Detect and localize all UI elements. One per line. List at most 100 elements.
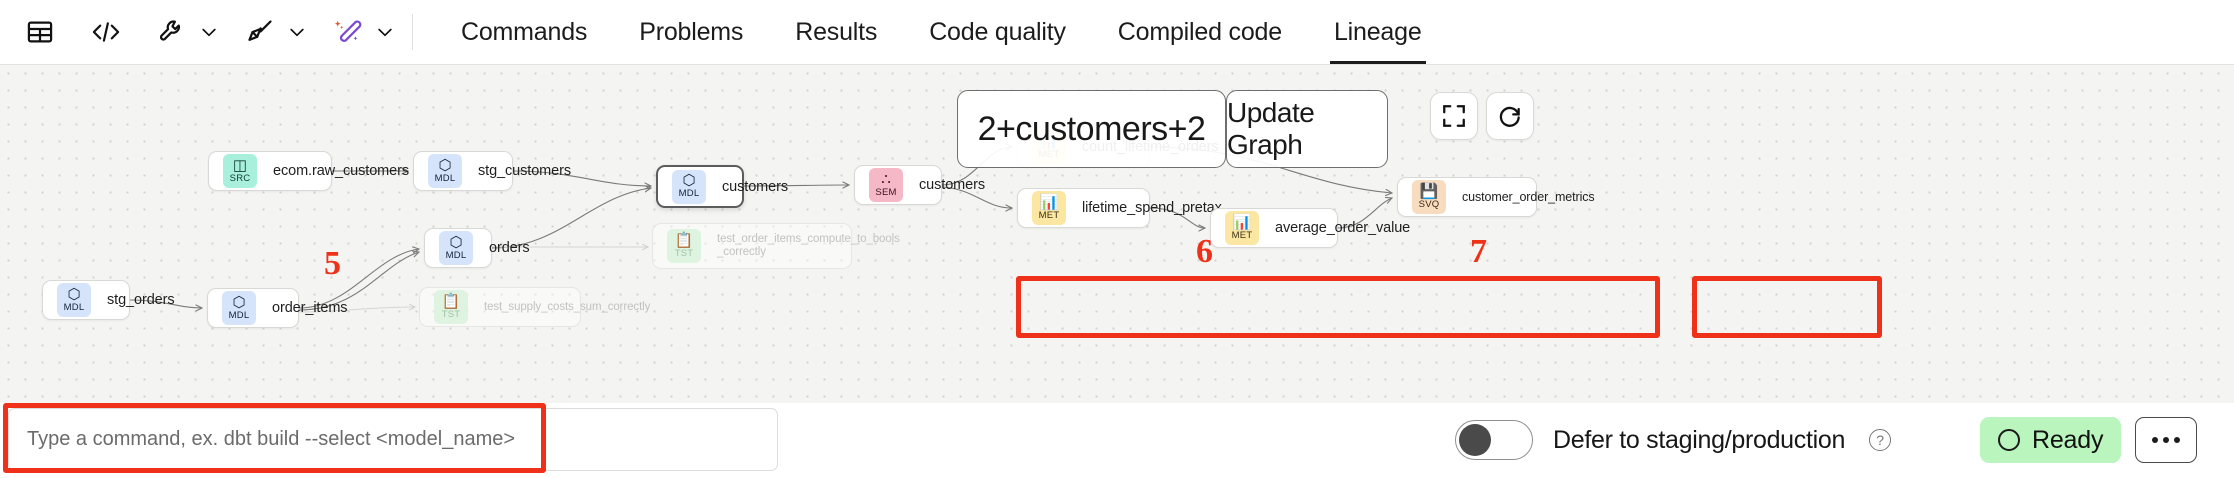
badge-label: MDL (678, 188, 700, 199)
lineage-node-customer-order-metrics[interactable]: 💾 SVQ customer_order_metrics (1397, 177, 1595, 217)
lineage-node-lifetime-spend-pretax[interactable]: 📊 MET lifetime_spend_pretax (1017, 188, 1222, 228)
node-label: lifetime_spend_pretax (1082, 200, 1222, 216)
node-label: stg_customers (478, 163, 571, 179)
met-badge-icon: 📊 MET (1032, 191, 1066, 225)
wrench-icon[interactable] (150, 10, 194, 54)
lineage-canvas[interactable]: ◫ SRC ecom.raw_customers ⬡ MDL stg_custo… (0, 65, 2234, 403)
save-icon: 💾 (1419, 182, 1439, 200)
toolbar-divider (412, 14, 413, 50)
database-icon: ◫ (232, 156, 248, 174)
lineage-node-average-order-value[interactable]: 📊 MET average_order_value (1210, 208, 1410, 248)
cube-icon: ⬡ (449, 233, 463, 251)
checklist-icon: 📋 (441, 292, 461, 310)
lineage-node-test-order-items[interactable]: 📋 TST test_order_items_compute_to_bools … (652, 223, 900, 269)
node-label: customers (919, 177, 985, 193)
dot-icon (2163, 437, 2170, 443)
tab-lineage[interactable]: Lineage (1308, 0, 1448, 64)
defer-toggle[interactable] (1455, 420, 1533, 460)
badge-label: MDL (63, 301, 85, 313)
lineage-node-orders[interactable]: ⬡ MDL orders (424, 228, 530, 268)
node-label: stg_orders (107, 292, 175, 308)
badge-label: SRC (229, 172, 251, 184)
dot-icon (2174, 437, 2181, 443)
sem-badge-icon: ∴ SEM (869, 168, 903, 202)
badge-label: MET (1038, 209, 1060, 221)
node-label: customer_order_metrics (1462, 190, 1595, 204)
format-menu[interactable] (238, 10, 312, 54)
cube-icon: ⬡ (67, 285, 81, 303)
broom-icon[interactable] (238, 10, 282, 54)
met-badge-icon: 📊 MET (1225, 211, 1259, 245)
mdl-badge-icon: ⬡ MDL (439, 231, 473, 265)
refresh-icon[interactable] (1486, 92, 1534, 140)
mdl-badge-icon: ⬡ MDL (672, 169, 706, 204)
lineage-node-stg-orders[interactable]: ⬡ MDL stg_orders (42, 280, 175, 320)
lineage-node-customers-semantic[interactable]: ∴ SEM customers (854, 165, 985, 205)
tab-results[interactable]: Results (795, 17, 878, 46)
lineage-node-customers-model[interactable]: ⬡ MDL customers (656, 165, 788, 208)
checklist-icon: 📋 (674, 231, 694, 249)
more-options-button[interactable] (2135, 417, 2198, 463)
tab-compiled-code[interactable]: Compiled code (1117, 17, 1282, 46)
command-input-wrapper (8, 408, 778, 471)
badge-label: MDL (434, 172, 456, 184)
tab-problems[interactable]: Problems (639, 17, 744, 46)
top-toolbar: Commands Problems Results Code quality C… (0, 0, 2234, 65)
mdl-badge-icon: ⬡ MDL (57, 283, 91, 317)
table-icon[interactable] (18, 10, 62, 54)
graph-icon: ∴ (881, 170, 891, 188)
node-label: test_order_items_compute_to_bools _corre… (717, 233, 900, 258)
badge-label: TST (674, 247, 694, 259)
mdl-badge-icon: ⬡ MDL (428, 154, 462, 188)
node-label: ecom.raw_customers (273, 163, 409, 179)
help-icon[interactable]: ? (1869, 429, 1892, 451)
lineage-node-order-items[interactable]: ⬡ MDL order_items (207, 288, 348, 328)
fit-view-icon[interactable] (1430, 92, 1478, 140)
tst-badge-icon: 📋 TST (667, 229, 701, 263)
node-label: test_supply_costs_sum_correctly (484, 301, 651, 313)
cube-icon: ⬡ (438, 156, 452, 174)
badge-label: MET (1231, 229, 1253, 241)
badge-label: MDL (445, 249, 467, 261)
tab-code-quality[interactable]: Code quality (929, 17, 1066, 46)
mdl-badge-icon: ⬡ MDL (222, 291, 256, 325)
chevron-down-icon[interactable] (370, 10, 400, 54)
bottom-bar: Defer to staging/production ? Ready (0, 403, 2234, 478)
svq-badge-icon: 💾 SVQ (1412, 180, 1446, 214)
badge-label: SEM (875, 186, 897, 198)
magic-wand-icon[interactable] (326, 10, 370, 54)
defer-control: Defer to staging/production ? (1455, 415, 1892, 465)
node-label: customers (722, 178, 788, 195)
lineage-selector-input[interactable]: 2+customers+2 (957, 90, 1226, 168)
status-label: Ready (2032, 425, 2104, 454)
cube-icon: ⬡ (232, 293, 246, 311)
cube-icon: ⬡ (682, 172, 696, 189)
badge-label: SVQ (1418, 198, 1440, 210)
lineage-node-test-supply-costs[interactable]: 📋 TST test_supply_costs_sum_correctly (419, 287, 650, 327)
chevron-down-icon[interactable] (282, 10, 312, 54)
badge-label: MDL (228, 309, 250, 321)
tst-badge-icon: 📋 TST (434, 290, 468, 324)
lineage-node-raw-customers[interactable]: ◫ SRC ecom.raw_customers (208, 151, 409, 191)
src-badge-icon: ◫ SRC (223, 154, 257, 188)
chevron-down-icon[interactable] (194, 10, 224, 54)
defer-label: Defer to staging/production (1553, 425, 1846, 454)
badge-label: TST (441, 308, 461, 320)
wrench-menu[interactable] (150, 10, 224, 54)
tab-commands[interactable]: Commands (461, 17, 588, 46)
update-graph-button[interactable]: Update Graph (1226, 90, 1388, 168)
node-label: orders (489, 240, 530, 256)
toolbar-icon-group (0, 0, 435, 64)
toggle-knob (1459, 424, 1491, 456)
status-badge[interactable]: Ready (1980, 417, 2122, 463)
bar-chart-icon: 📊 (1039, 193, 1059, 211)
command-input[interactable] (8, 408, 778, 471)
dot-icon (2152, 437, 2159, 443)
ai-assist-menu[interactable] (326, 10, 400, 54)
lineage-node-stg-customers[interactable]: ⬡ MDL stg_customers (413, 151, 571, 191)
node-label: average_order_value (1275, 220, 1411, 236)
panel-tabs: Commands Problems Results Code quality C… (435, 0, 1448, 64)
node-label: order_items (272, 300, 348, 316)
code-icon[interactable] (84, 10, 128, 54)
